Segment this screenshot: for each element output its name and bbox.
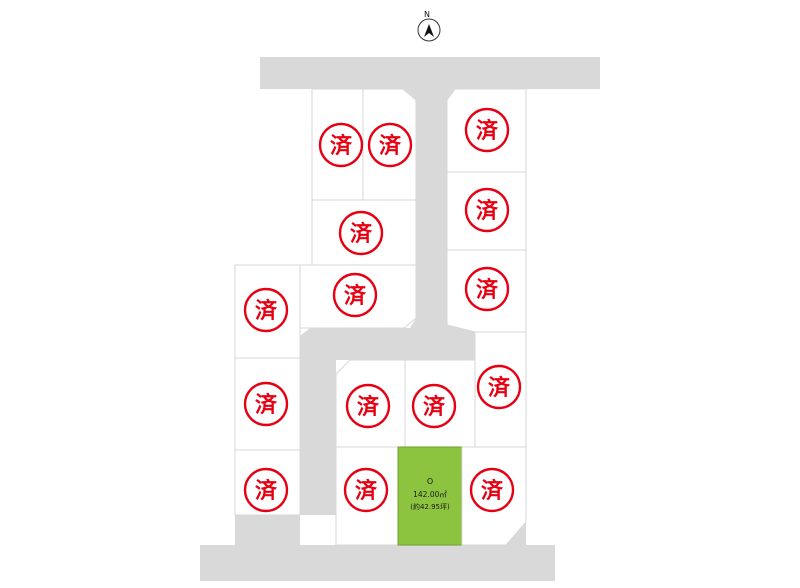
sold-stamp-text: 済 [476, 198, 499, 224]
sold-stamp-icon: 済 [411, 383, 457, 429]
sold-stamp-ring [464, 187, 510, 233]
sold-stamp-ring [343, 467, 389, 513]
lots [234, 88, 527, 546]
lot-b[interactable] [362, 88, 417, 201]
lot-o-area-tsubo: (約42.95坪) [410, 502, 450, 511]
sold-stamp-ring [243, 467, 289, 513]
sold-stamp-text: 済 [423, 394, 446, 420]
sold-stamp-icon: 済 [345, 383, 391, 429]
sold-stamp-icon: 済 [332, 272, 378, 318]
sold-stamp-icon: 済 [343, 467, 389, 513]
sold-stamp-ring [476, 364, 522, 410]
sold-stamp-text: 済 [255, 298, 278, 324]
sold-stamp-icon: 済 [338, 210, 384, 256]
road-south [200, 545, 555, 581]
sold-stamp-icon: 済 [464, 187, 510, 233]
sold-stamp-text: 済 [255, 392, 278, 418]
road-central [300, 89, 475, 515]
sold-stamps: 済済済済済済済済済済済済済済済 [243, 107, 522, 513]
sold-stamp-icon: 済 [476, 364, 522, 410]
lot-p[interactable] [461, 446, 527, 546]
sold-stamp-text: 済 [488, 375, 511, 401]
sold-stamp-text: 済 [357, 394, 380, 420]
lot-o-number: O [427, 477, 433, 486]
north-arrow-icon: N [417, 10, 441, 42]
sold-stamp-text: 済 [350, 221, 373, 247]
lot-o-label: O 142.00㎡ (約42.95坪) [410, 477, 450, 511]
sold-stamp-icon: 済 [464, 107, 510, 153]
compass-needle [424, 24, 434, 37]
sold-stamp-text: 済 [481, 478, 504, 504]
sold-stamp-icon: 済 [367, 122, 413, 168]
lot-o-area: 142.00㎡ [413, 490, 447, 499]
sold-stamp-ring [464, 107, 510, 153]
sold-stamp-ring [243, 381, 289, 427]
sold-stamp-text: 済 [330, 133, 353, 159]
sold-stamp-ring [332, 272, 378, 318]
road-north [260, 57, 600, 89]
sold-stamp-ring [464, 266, 510, 312]
lot-j[interactable] [234, 449, 301, 516]
sold-stamp-ring [411, 383, 457, 429]
sold-stamp-ring [469, 467, 515, 513]
sold-stamp-icon: 済 [243, 287, 289, 333]
sold-stamp-text: 済 [355, 478, 378, 504]
sold-stamp-text: 済 [476, 118, 499, 144]
road-west-spur [235, 515, 300, 545]
sold-stamp-icon: 済 [464, 266, 510, 312]
sold-stamp-ring [367, 122, 413, 168]
sold-stamp-text: 済 [255, 478, 278, 504]
sold-stamp-icon: 済 [318, 122, 364, 168]
sold-stamp-icon: 済 [469, 467, 515, 513]
sold-stamp-ring [318, 122, 364, 168]
sold-stamp-text: 済 [379, 133, 402, 159]
sold-stamp-text: 済 [476, 277, 499, 303]
sold-stamp-text: 済 [344, 283, 367, 309]
sold-stamp-ring [243, 287, 289, 333]
sold-stamp-icon: 済 [243, 381, 289, 427]
compass-label: N [424, 10, 430, 19]
sold-stamp-icon: 済 [243, 467, 289, 513]
sold-stamp-ring [345, 383, 391, 429]
sold-stamp-ring [338, 210, 384, 256]
